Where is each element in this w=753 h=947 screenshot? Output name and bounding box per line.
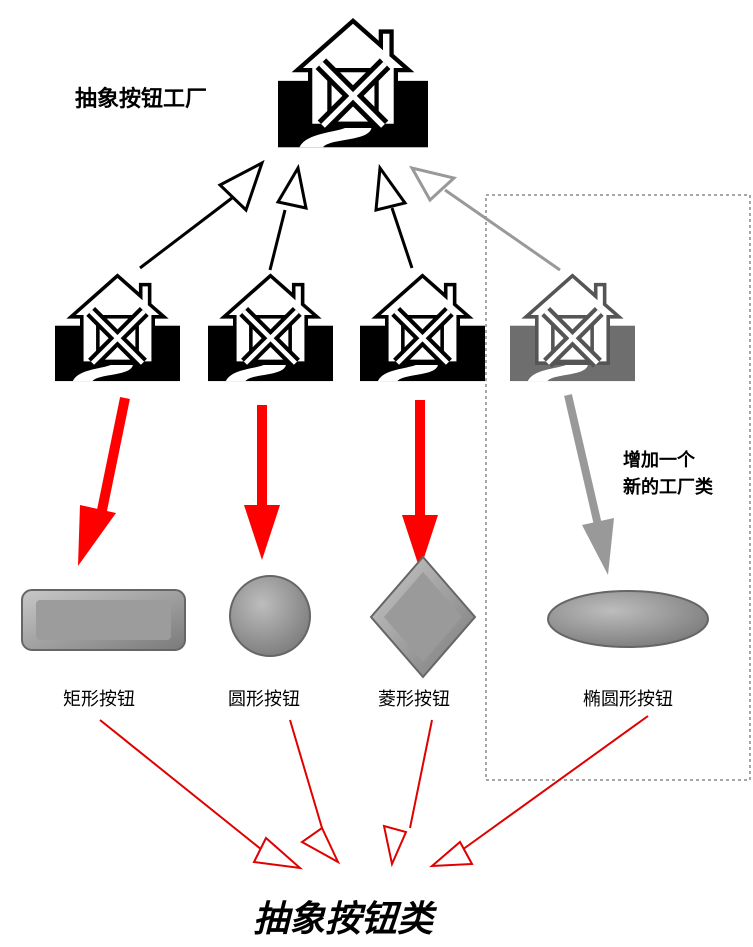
circle-button-label: 圆形按钮 <box>228 689 300 710</box>
diamond-button-shape <box>369 555 477 679</box>
ellipse-button-label: 椭圆形按钮 <box>583 689 673 710</box>
diamond-button-label: 菱形按钮 <box>378 689 450 710</box>
abstract-factory-label: 抽象按钮工厂 <box>75 86 207 112</box>
diamond-factory-icon <box>360 276 485 381</box>
circle-button-shape <box>229 575 311 657</box>
realization-arrows <box>99 715 649 870</box>
abstract-factory-icon <box>278 21 428 147</box>
rect-button-shape <box>21 589 186 651</box>
rect-button-label: 矩形按钮 <box>63 689 135 710</box>
new-factory-dashed-box <box>485 194 751 781</box>
inheritance-arrows <box>139 159 561 272</box>
abstract-button-class-label: 抽象按钮类 <box>253 899 438 940</box>
circle-factory-icon <box>208 276 333 381</box>
ellipse-button-shape <box>547 590 709 648</box>
new-factory-note-line2: 新的工厂类 <box>623 476 714 498</box>
new-factory-note-line1: 增加一个 <box>623 449 696 471</box>
creation-arrows <box>78 394 614 575</box>
rect-factory-icon <box>55 276 180 381</box>
ellipse-factory-icon <box>510 276 635 381</box>
